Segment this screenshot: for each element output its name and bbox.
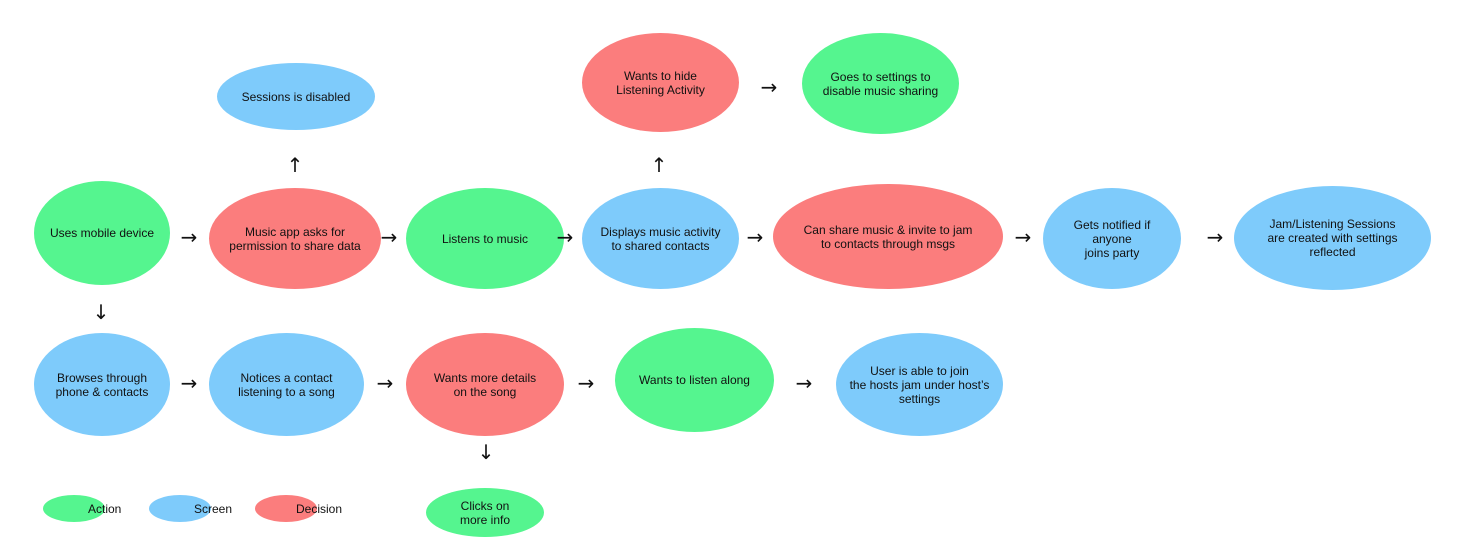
node-settings-disable-sharing: Goes to settings to disable music sharin… (802, 33, 959, 134)
arrow-right-icon: → (1206, 225, 1224, 249)
arrow-right-icon: → (795, 371, 813, 395)
node-share-invite-jam: Can share music & invite to jam to conta… (773, 184, 1003, 289)
legend-decision-swatch (255, 495, 317, 522)
legend-decision-label: Decision (296, 502, 343, 516)
node-displays-music-activity: Displays music activity to shared contac… (582, 188, 739, 289)
node-clicks-more-info: Clicks on more info (426, 488, 544, 537)
legend-screen-label: Screen (194, 502, 233, 516)
node-sessions-disabled: Sessions is disabled (217, 63, 375, 130)
legend-action-swatch (43, 495, 105, 522)
arrow-down-icon: ↓ (477, 440, 495, 464)
node-wants-more-details: Wants more details on the song (406, 333, 564, 436)
node-sessions-created: Jam/Listening Sessions are created with … (1234, 186, 1431, 290)
arrow-right-icon: → (746, 225, 764, 249)
arrow-right-icon: → (760, 75, 778, 99)
node-gets-notified: Gets notified if anyone joins party (1043, 188, 1181, 289)
arrow-up-icon: ↑ (286, 153, 304, 177)
node-notices-contact: Notices a contact listening to a song (209, 333, 364, 436)
arrow-right-icon: → (376, 371, 394, 395)
node-join-hosts-jam: User is able to join the hosts jam under… (836, 333, 1003, 436)
node-browses-contacts: Browses through phone & contacts (34, 333, 170, 436)
arrow-right-icon: → (556, 225, 574, 249)
arrow-right-icon: → (380, 225, 398, 249)
legend-screen-swatch (149, 495, 211, 522)
node-listens-to-music: Listens to music (406, 188, 564, 289)
node-hide-listening-activity: Wants to hide Listening Activity (582, 33, 739, 132)
legend-action-label: Action (88, 502, 122, 516)
arrow-right-icon: → (180, 371, 198, 395)
arrow-down-icon: ↓ (92, 300, 110, 324)
node-wants-to-listen-along: Wants to listen along (615, 328, 774, 432)
node-permission-request: Music app asks for permission to share d… (209, 188, 381, 289)
node-uses-mobile-device: Uses mobile device (34, 181, 170, 285)
arrow-right-icon: → (180, 225, 198, 249)
arrow-right-icon: → (577, 371, 595, 395)
arrow-up-icon: ↑ (650, 153, 668, 177)
arrow-right-icon: → (1014, 225, 1032, 249)
